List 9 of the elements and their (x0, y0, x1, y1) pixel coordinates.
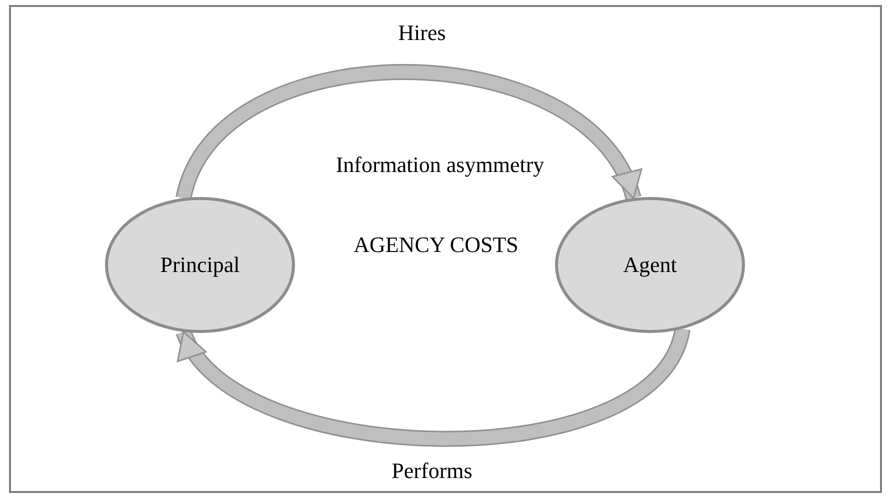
text-label: AGENCY COSTS (354, 232, 518, 258)
node-label: Principal (160, 252, 240, 278)
edge-label: Performs (392, 458, 472, 484)
curved-arrow (176, 64, 641, 202)
text-label: Information asymmetry (336, 152, 544, 178)
ellipse-node (105, 197, 295, 333)
node-label: Agent (623, 252, 677, 278)
edge-label: Hires (398, 20, 446, 46)
ellipse-node (555, 197, 745, 333)
